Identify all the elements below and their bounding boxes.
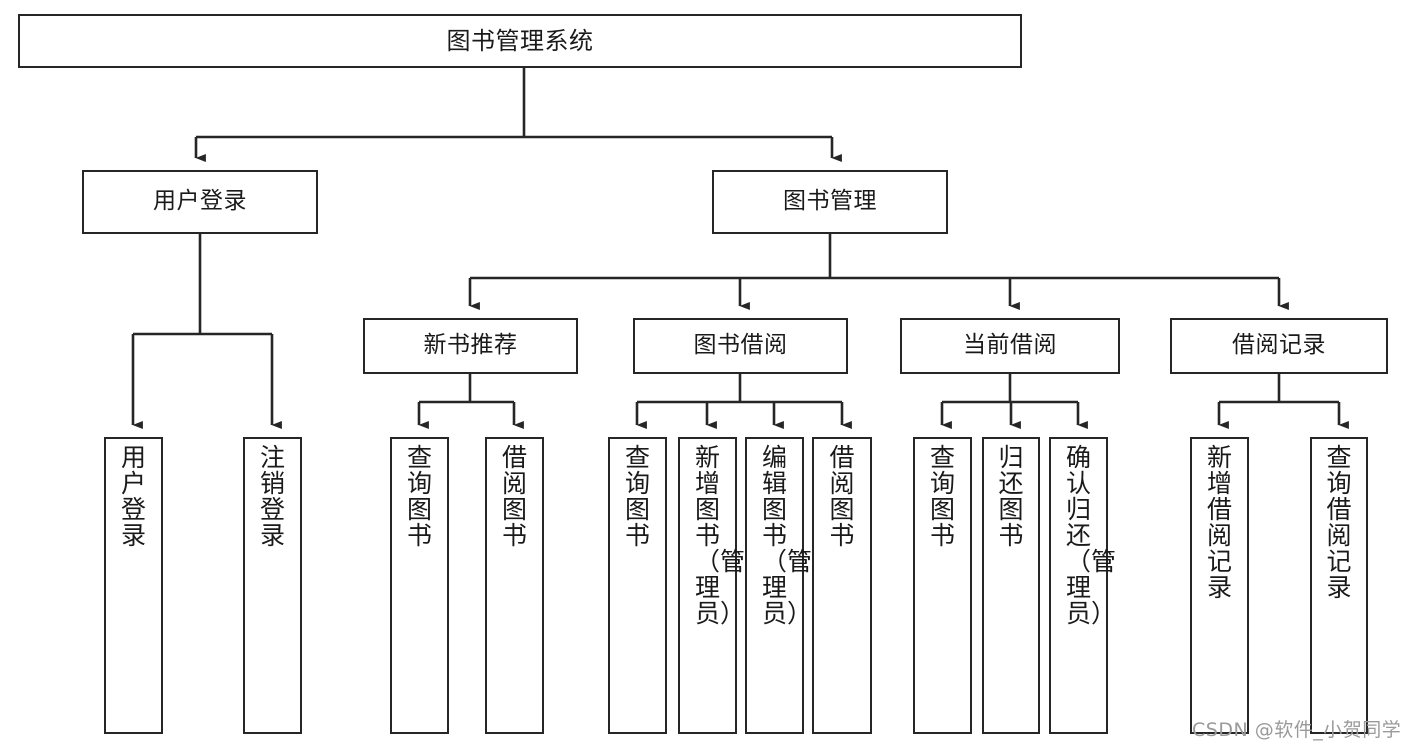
node-book-management[interactable]: 图书管理 <box>712 170 948 234</box>
node-leaf-borrow-book-2-label: 借阅图书 <box>829 443 855 550</box>
node-borrow-records[interactable]: 借阅记录 <box>1170 318 1388 374</box>
node-leaf-borrow-book-1[interactable]: 借阅图书 <box>485 437 544 734</box>
node-leaf-query-book-1-label: 查询图书 <box>407 443 433 550</box>
node-leaf-borrow-book-2[interactable]: 借阅图书 <box>812 437 872 734</box>
node-new-book-recommend[interactable]: 新书推荐 <box>363 318 578 374</box>
node-leaf-logout[interactable]: 注销登录 <box>243 437 302 734</box>
node-new-book-recommend-label: 新书推荐 <box>423 332 518 359</box>
node-leaf-user-login[interactable]: 用户登录 <box>104 437 163 734</box>
node-leaf-query-book-2-label: 查询图书 <box>625 443 651 550</box>
node-book-management-label: 图书管理 <box>783 188 877 215</box>
node-leaf-query-borrow-record-label: 查询借阅记录 <box>1326 443 1352 602</box>
node-leaf-return-book-label: 归还图书 <box>998 443 1024 550</box>
node-user-login-label: 用户登录 <box>153 188 247 215</box>
node-leaf-borrow-book-1-label: 借阅图书 <box>502 443 528 550</box>
node-root[interactable]: 图书管理系统 <box>18 14 1022 68</box>
node-book-borrow[interactable]: 图书借阅 <box>633 318 848 374</box>
node-leaf-add-book-label: 新增图书（管理员） <box>695 443 746 628</box>
node-leaf-query-borrow-record[interactable]: 查询借阅记录 <box>1310 437 1368 734</box>
node-current-borrow-label: 当前借阅 <box>963 332 1057 359</box>
node-leaf-query-book-2[interactable]: 查询图书 <box>608 437 667 734</box>
node-leaf-logout-label: 注销登录 <box>260 443 286 550</box>
node-leaf-user-login-label: 用户登录 <box>121 443 147 550</box>
node-leaf-return-book[interactable]: 归还图书 <box>982 437 1040 734</box>
node-leaf-query-book-1[interactable]: 查询图书 <box>390 437 449 734</box>
node-leaf-add-book[interactable]: 新增图书（管理员） <box>678 437 746 734</box>
node-borrow-records-label: 借阅记录 <box>1232 332 1326 359</box>
node-leaf-confirm-return[interactable]: 确认归还（管理员） <box>1049 437 1117 734</box>
node-leaf-edit-book[interactable]: 编辑图书（管理员） <box>745 437 813 734</box>
node-leaf-query-book-3[interactable]: 查询图书 <box>913 437 972 734</box>
node-current-borrow[interactable]: 当前借阅 <box>900 318 1120 374</box>
node-leaf-add-borrow-record-label: 新增借阅记录 <box>1207 443 1233 602</box>
node-leaf-edit-book-label: 编辑图书（管理员） <box>762 443 813 628</box>
node-book-borrow-label: 图书借阅 <box>693 332 788 359</box>
node-root-label: 图书管理系统 <box>446 26 594 55</box>
node-user-login[interactable]: 用户登录 <box>82 170 318 234</box>
node-leaf-add-borrow-record[interactable]: 新增借阅记录 <box>1190 437 1249 734</box>
node-leaf-query-book-3-label: 查询图书 <box>930 443 956 550</box>
node-leaf-confirm-return-label: 确认归还（管理员） <box>1066 443 1117 628</box>
